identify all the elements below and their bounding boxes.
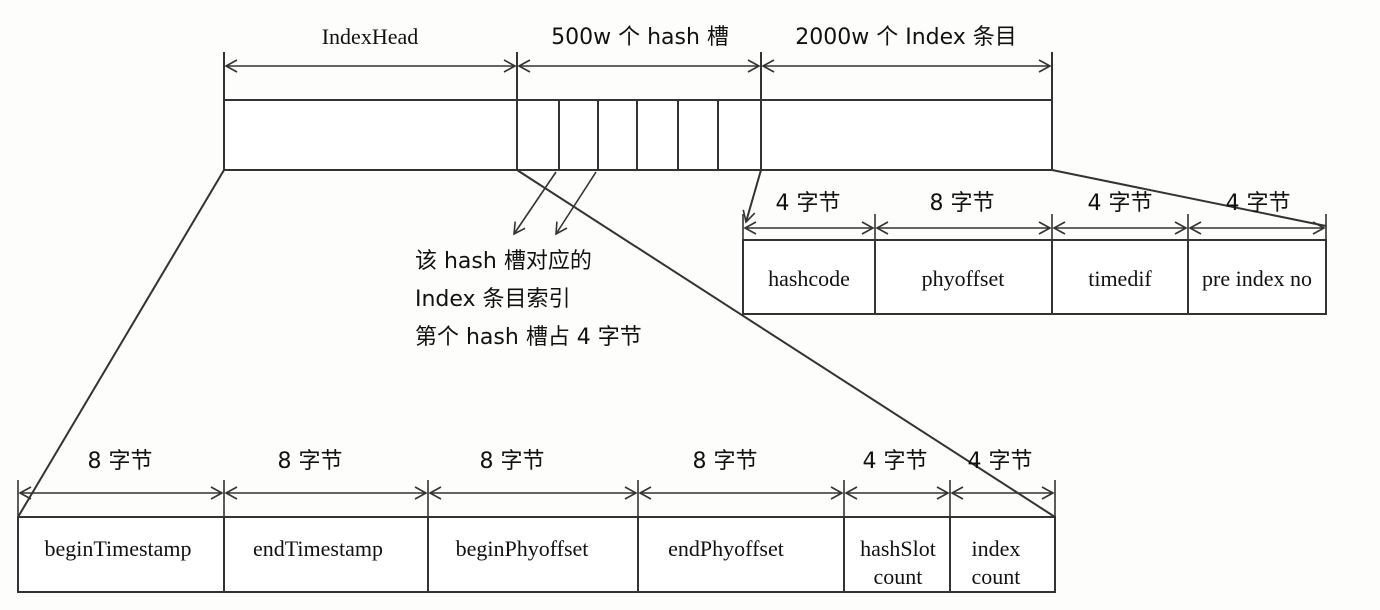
annotation-line-1: 该 hash 槽对应的	[415, 249, 592, 274]
slot-pointer-arrows	[513, 171, 597, 236]
head-cell-index-count	[949, 516, 1056, 593]
head-cell-hashslot-count	[843, 516, 951, 593]
entry-field-hashcode: hashcode	[768, 266, 850, 291]
entry-cell-timedif	[1051, 239, 1189, 315]
head-bytes-hashslot-count: 4 字节	[863, 449, 928, 474]
label-index-entries: 2000w 个 Index 条目	[795, 25, 1017, 50]
head-cell-begin-phyoffset	[427, 516, 639, 593]
entry-dimension-line	[742, 214, 1327, 240]
slot-annotation: 该 hash 槽对应的 Index 条目索引 第个 hash 槽占 4 字节	[415, 249, 642, 350]
head-field-hashslot-count-line1: hashSlot	[860, 536, 936, 561]
head-table: beginTimestamp endTimestamp beginPhyoffs…	[17, 516, 1056, 593]
entry-cell-phyoffset	[874, 239, 1053, 315]
entry-bytes-hashcode: 4 字节	[776, 191, 841, 216]
entry-bytes-timedif: 4 字节	[1088, 191, 1153, 216]
head-field-begin-timestamp: beginTimestamp	[44, 536, 191, 561]
label-hash-slots: 500w 个 hash 槽	[551, 25, 729, 50]
label-index-head: IndexHead	[322, 24, 419, 49]
annotation-line-3: 第个 hash 槽占 4 字节	[415, 325, 642, 350]
index-entries-block	[760, 99, 1053, 171]
head-cell-end-timestamp	[223, 516, 429, 593]
head-dimension-line	[17, 480, 1056, 517]
head-bytes-begin-phyoffset: 8 字节	[480, 449, 545, 474]
head-bytes-index-count: 4 字节	[968, 449, 1033, 474]
entry-table: hashcode phyoffset timedif pre index no	[742, 239, 1327, 315]
entry-field-prev-index: pre index no	[1202, 266, 1312, 291]
entry-cell-hashcode	[742, 239, 876, 315]
entry-bytes-phyoffset: 8 字节	[930, 191, 995, 216]
entry-cell-prev-index	[1187, 239, 1327, 315]
head-field-end-phyoffset: endPhyoffset	[668, 536, 784, 561]
entry-field-phyoffset: phyoffset	[922, 266, 1005, 291]
head-field-begin-phyoffset: beginPhyoffset	[456, 536, 589, 561]
slot-arrow-2	[555, 171, 597, 236]
entry-zoom-lines	[742, 169, 1327, 227]
head-zoom-lines	[17, 169, 1056, 518]
top-dimension-labels: IndexHead 500w 个 hash 槽 2000w 个 Index 条目	[322, 24, 1017, 50]
head-cell-end-phyoffset	[637, 516, 845, 593]
entry-byte-labels: 4 字节 8 字节 4 字节 4 字节	[776, 191, 1291, 216]
index-file-bar	[223, 99, 1053, 171]
head-field-hashslot-count-line2: count	[874, 564, 923, 589]
head-field-end-timestamp: endTimestamp	[253, 536, 383, 561]
index-head-block	[223, 99, 518, 171]
head-bytes-begin-timestamp: 8 字节	[88, 449, 153, 474]
entry-bytes-prev: 4 字节	[1226, 191, 1291, 216]
head-field-index-count-line2: count	[972, 564, 1021, 589]
slot-arrow-1	[513, 171, 557, 236]
head-field-index-count-line1: index	[972, 536, 1021, 561]
entry-field-timedif: timedif	[1088, 266, 1152, 291]
annotation-line-2: Index 条目索引	[415, 287, 571, 312]
head-bytes-end-timestamp: 8 字节	[278, 449, 343, 474]
head-cell-begin-timestamp	[17, 516, 225, 593]
head-bytes-end-phyoffset: 8 字节	[693, 449, 758, 474]
head-byte-labels: 8 字节 8 字节 8 字节 8 字节 4 字节 4 字节	[88, 449, 1033, 474]
hash-slots-block	[516, 99, 762, 171]
